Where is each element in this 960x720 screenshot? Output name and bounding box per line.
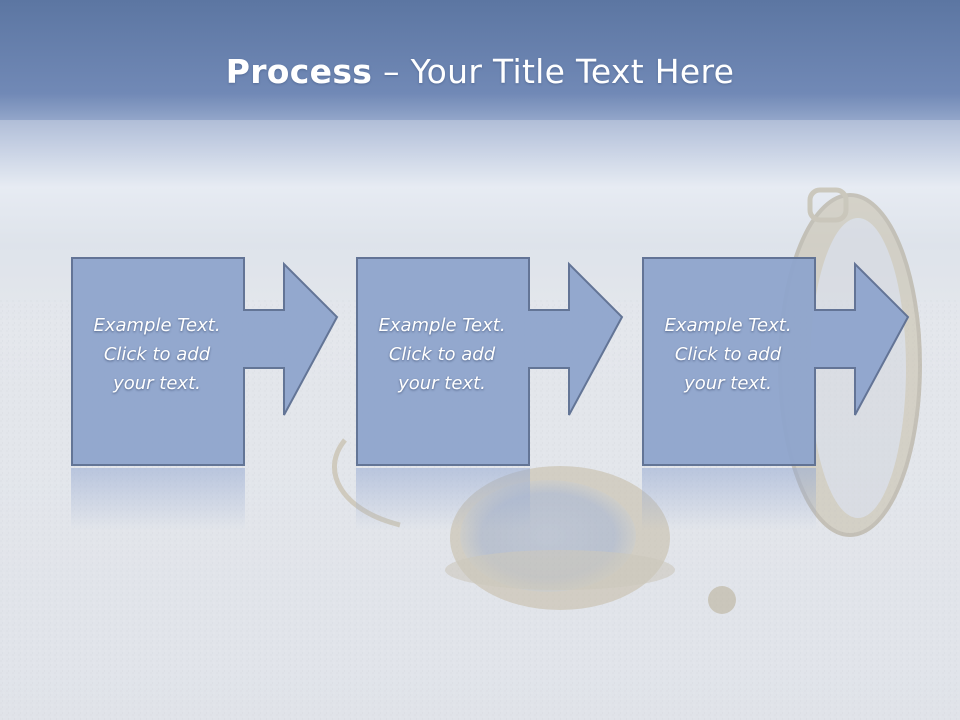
step-line: Example Text.	[93, 315, 221, 336]
step-reflection-2	[356, 468, 530, 530]
step-shape-1	[71, 257, 339, 466]
title-bold: Process	[225, 52, 373, 91]
step-reflection-3	[642, 468, 816, 530]
step-line: your text.	[113, 373, 201, 394]
process-step-2[interactable]: Example Text. Click to add your text.	[356, 257, 646, 467]
step-line: Click to add	[674, 344, 782, 365]
step-text-2[interactable]: Example Text. Click to add your text.	[356, 311, 528, 398]
step-line: Click to add	[103, 344, 211, 365]
step-line: Example Text.	[664, 315, 792, 336]
slide-title[interactable]: Process – Your Title Text Here	[0, 52, 960, 91]
process-step-1[interactable]: Example Text. Click to add your text.	[71, 257, 361, 467]
step-line: Example Text.	[378, 315, 506, 336]
step-text-1[interactable]: Example Text. Click to add your text.	[71, 311, 243, 398]
step-line: Click to add	[388, 344, 496, 365]
process-step-3[interactable]: Example Text. Click to add your text.	[642, 257, 932, 467]
step-line: your text.	[684, 373, 772, 394]
step-text-3[interactable]: Example Text. Click to add your text.	[642, 311, 814, 398]
step-shape-2	[356, 257, 624, 466]
step-reflection-1	[71, 468, 245, 530]
title-rest: – Your Title Text Here	[372, 52, 735, 91]
step-shape-3	[642, 257, 910, 466]
step-line: your text.	[398, 373, 486, 394]
